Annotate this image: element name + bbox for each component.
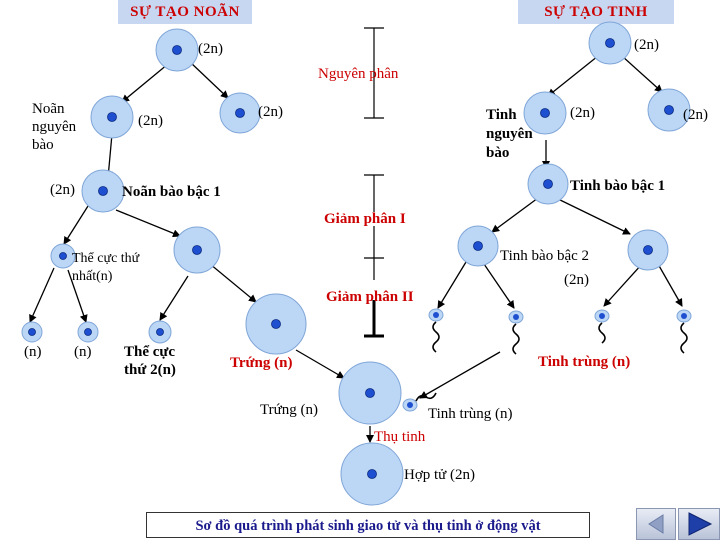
- nuclei: [28, 38, 674, 479]
- label-giam-phan-1: Giảm phân I: [324, 211, 406, 227]
- label-tinh-bao-bac-1: Tinh bào bậc 1: [570, 178, 666, 194]
- sperm-3: [594, 309, 610, 344]
- header-left-title: SỰ TẠO NOÃN: [118, 0, 252, 24]
- back-icon: [648, 514, 664, 534]
- label-giam-phan-2: Giảm phân II: [326, 289, 414, 305]
- back-button[interactable]: [636, 508, 676, 540]
- label-thu-tinh: Thụ tinh: [374, 429, 426, 445]
- label-tinh-nguyen-bao: Tinh nguyên bào: [486, 107, 533, 161]
- label-n-b: (n): [74, 344, 92, 360]
- label-top-left-2n: (2n): [198, 41, 223, 57]
- label-nguyen-phan: Nguyên phân: [318, 66, 399, 82]
- sperm-cells: [402, 308, 692, 412]
- label-noan-bac1-2n: (2n): [50, 182, 75, 198]
- label-the-cuc-thu-nhat: Thể cực thứ nhất(n): [72, 251, 140, 284]
- center-divider: [364, 27, 384, 338]
- label-tinh-trung-1: Tinh trùng (n): [538, 354, 631, 370]
- label-noan-right-2n: (2n): [258, 104, 283, 120]
- arrows: [29, 55, 683, 443]
- sperm-1: [428, 308, 444, 353]
- label-tinh-trung-2: Tinh trùng (n): [428, 406, 513, 422]
- label-noan-mid-2n: (2n): [138, 113, 163, 129]
- label-tinh-right-2n: (2n): [683, 107, 708, 123]
- label-trung-1: Trứng (n): [230, 355, 293, 371]
- label-tinh-bao-bac-2: Tinh bào bậc 2 (2n): [500, 248, 590, 288]
- sperm-2: [508, 310, 524, 355]
- label-n-a: (n): [24, 344, 42, 360]
- label-the-cuc-thu-2: Thể cực thứ 2(n): [124, 344, 176, 378]
- sperm-4: [676, 309, 692, 354]
- label-hop-tu: Hợp tử (2n): [404, 467, 476, 483]
- sperm-fertilizing: [402, 392, 437, 412]
- label-trung-2: Trứng (n): [260, 402, 319, 418]
- play-icon: [688, 512, 713, 536]
- label-top-right-2n: (2n): [634, 37, 659, 53]
- play-button[interactable]: [678, 508, 720, 540]
- label-tinh-mid-2n: (2n): [570, 105, 595, 121]
- label-noan-bao-bac-1: Noãn bào bậc 1: [122, 184, 221, 200]
- diagram-caption: Sơ đồ quá trình phát sinh giao tử và thụ…: [146, 512, 590, 538]
- header-right-title: SỰ TẠO TINH: [518, 0, 674, 24]
- label-noan-nguyen-bao: Noãn nguyên bào: [32, 101, 77, 153]
